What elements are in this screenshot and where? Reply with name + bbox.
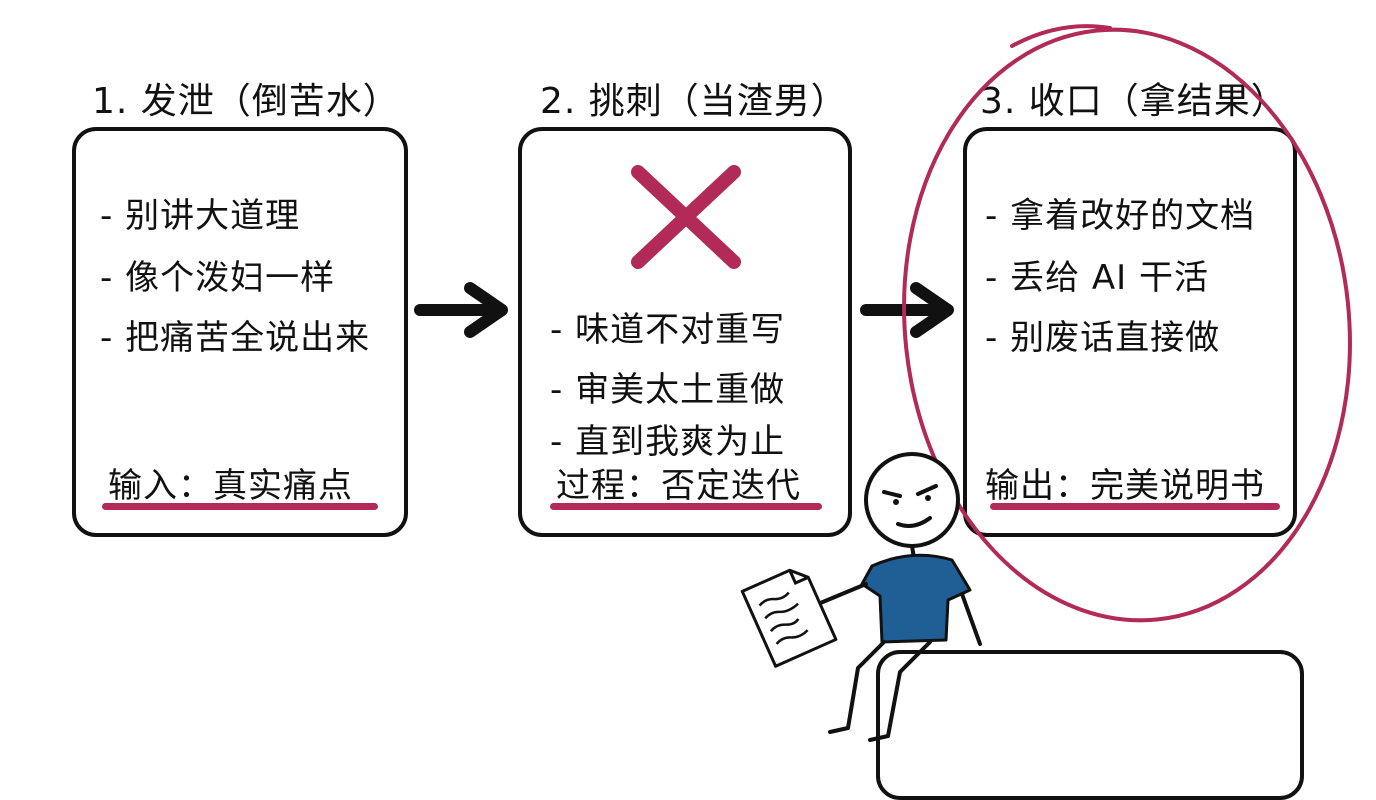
arrow-right-icon (860, 282, 954, 338)
step-2-underline (550, 503, 822, 510)
step-2-footer: 过程：否定迭代 (556, 466, 801, 506)
step-1-item-1: - 别讲大道理 (100, 196, 301, 236)
arrow-right-icon (414, 282, 508, 338)
diagram-graphics (414, 24, 1352, 742)
step-3-footer: 输出：完美说明书 (985, 466, 1265, 506)
step-3-underline (990, 503, 1280, 510)
step-1-item-2: - 像个泼妇一样 (100, 258, 336, 298)
cross-icon (631, 165, 741, 269)
step-1-underline (102, 503, 378, 510)
step-2-item-2: - 审美太土重做 (550, 370, 786, 410)
step-3-item-2: - 丢给 AI 干活 (985, 258, 1209, 298)
step-1-item-3: - 把痛苦全说出来 (100, 318, 371, 358)
step-3-item-3: - 别废话直接做 (985, 318, 1221, 358)
highlight-circle (902, 24, 1352, 623)
document-icon (740, 568, 838, 668)
step-2-item-1: - 味道不对重写 (550, 310, 786, 350)
step-1-title: 1. 发泄（倒苦水） (92, 81, 400, 122)
step-2-item-3: - 直到我爽为止 (550, 422, 786, 462)
step-1-footer: 输入：真实痛点 (108, 466, 353, 506)
step-1-box (72, 127, 408, 537)
step-3-title: 3. 收口（拿结果） (980, 81, 1288, 122)
step-2-title: 2. 挑刺（当渣男） (540, 81, 848, 122)
step-3-item-1: - 拿着改好的文档 (985, 196, 1256, 236)
step-3-box (963, 127, 1297, 537)
stick-figure (816, 452, 982, 742)
step-2-box (518, 127, 852, 537)
